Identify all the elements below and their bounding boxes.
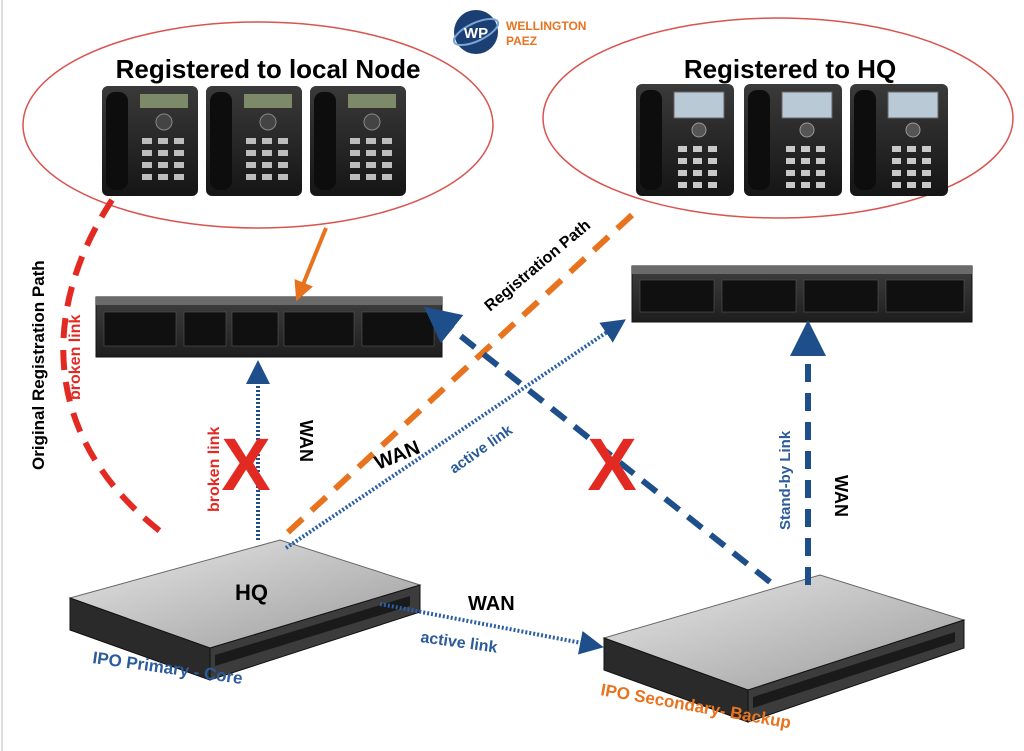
ipo-primary-server [68, 539, 422, 681]
logo-line2: PAEZ [506, 34, 537, 48]
broken-x-right: X [587, 423, 636, 506]
backup-link-line [423, 306, 772, 585]
hq-group-title: Registered to HQ [684, 54, 896, 84]
remote-node-chassis [631, 265, 973, 323]
wan-right-label: WAN [831, 475, 851, 517]
original-registration-path-line [60, 198, 167, 538]
ipo-secondary-server [602, 574, 966, 723]
wan-upper-left-label: WAN [296, 420, 316, 462]
local-node-group-ellipse [22, 21, 494, 229]
logo-line1: WELLINGTON [506, 19, 586, 33]
local-node-chassis [95, 296, 443, 358]
active-link-bottom-label: active link [419, 629, 498, 657]
standby-link-label: Stand-by Link [777, 430, 794, 530]
phone-local-1 [102, 86, 198, 196]
wan-bottom-label: WAN [468, 593, 515, 615]
active-link-line-center [284, 319, 626, 550]
hq-label: HQ [235, 580, 268, 605]
logo-globe-icon [454, 10, 498, 54]
phone-local-3 [310, 86, 406, 196]
phone-hq-3 [850, 84, 948, 196]
original-registration-path-label: Original Registration Path [29, 260, 48, 470]
phone-local-2 [206, 86, 302, 196]
local-node-title: Registered to local Node [116, 54, 421, 84]
wan-center-label: WAN [372, 437, 424, 475]
registration-path-line [282, 212, 635, 538]
registration-arrow-orange [294, 227, 328, 302]
hq-group-ellipse [542, 17, 1014, 219]
broken-link-blue-label: broken link [206, 427, 223, 512]
broken-x-left: X [221, 423, 270, 506]
phone-hq-1 [636, 84, 734, 196]
wellington-paez-logo: WP WELLINGTON PAEZ [452, 10, 586, 54]
broken-link-red-label: broken link [67, 315, 84, 400]
logo-mark: WP [464, 25, 488, 42]
active-link-center-label: active link [447, 421, 517, 477]
phone-hq-2 [744, 84, 842, 196]
